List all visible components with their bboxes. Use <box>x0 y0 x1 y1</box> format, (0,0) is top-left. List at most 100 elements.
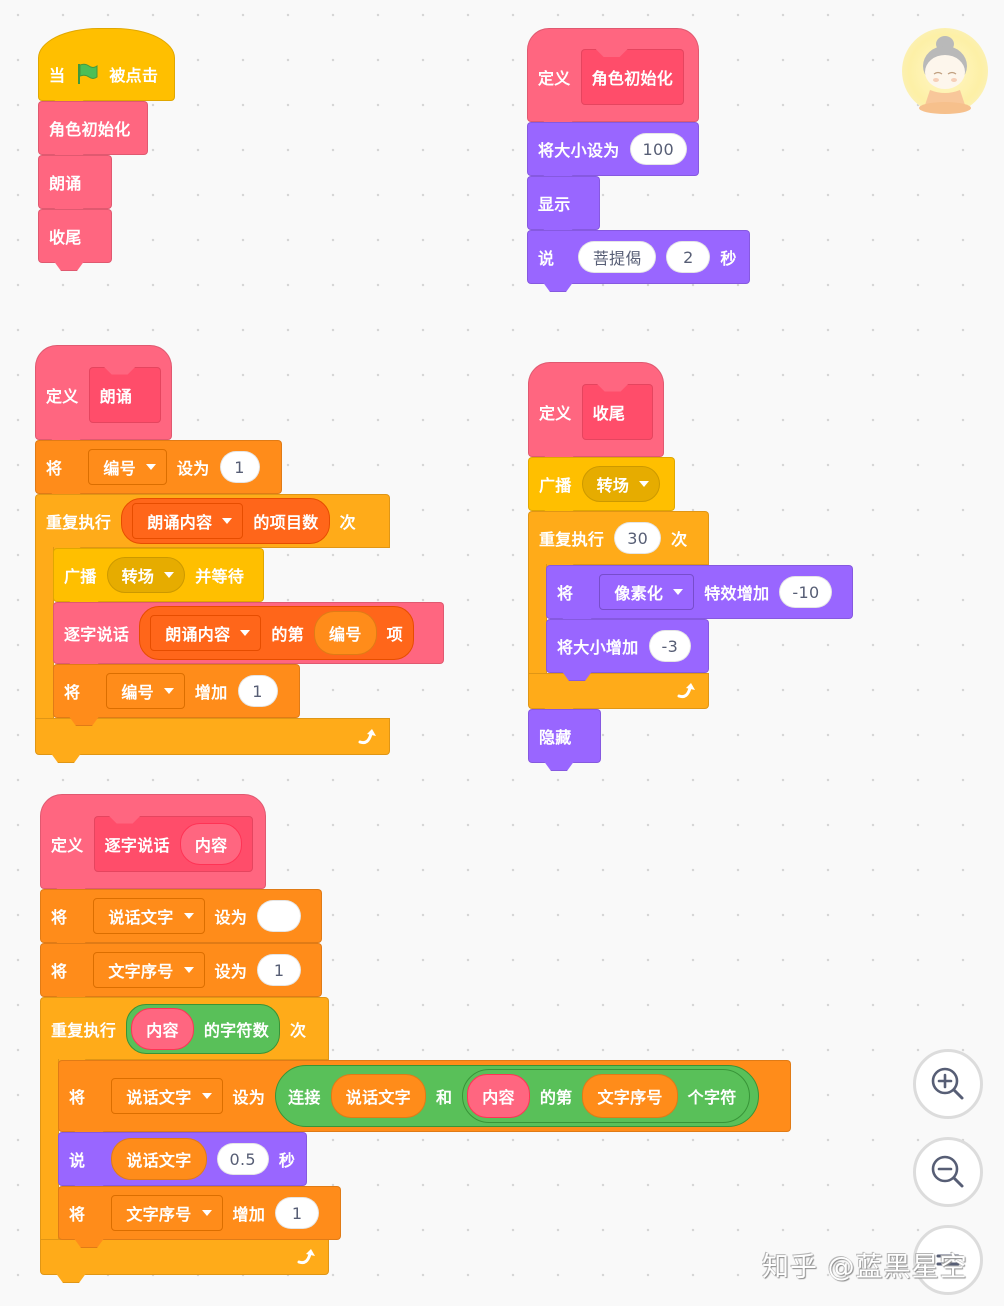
letter-of-reporter[interactable]: 内容 的第 文字序号 个字符 <box>462 1069 750 1123</box>
zoom-out-button[interactable] <box>913 1137 983 1207</box>
repeat-count-input[interactable]: 30 <box>614 522 662 554</box>
message-name: 转场 <box>596 476 630 495</box>
repeat-block[interactable]: 重复执行 朗诵内容 的项目数 次 <box>35 494 390 548</box>
broadcast-block[interactable]: 广播 转场 <box>528 457 675 511</box>
chevron-down-icon <box>639 481 650 487</box>
list-length-reporter[interactable]: 朗诵内容 的项目数 <box>121 498 330 544</box>
say-secs-input[interactable]: 0.5 <box>216 1143 269 1175</box>
call-block-recite[interactable]: 朗诵 <box>38 155 112 209</box>
value-input[interactable]: 1 <box>275 1197 320 1229</box>
item-of-list-reporter[interactable]: 朗诵内容 的第 编号 项 <box>139 606 414 660</box>
message-name: 转场 <box>121 567 155 586</box>
variable-dropdown[interactable]: 编号 <box>106 673 185 709</box>
set-variable-block[interactable]: 将 编号 设为 1 <box>35 440 282 494</box>
change-variable-block[interactable]: 将 文字序号 增加 1 <box>58 1186 341 1240</box>
zoom-reset-button[interactable] <box>913 1225 983 1295</box>
variable-name: 文字序号 <box>126 1205 192 1224</box>
set-join-block[interactable]: 将 说话文字 设为 连接 说话文字 和 内容 的第 文字序号 个字符 <box>58 1060 791 1132</box>
say-label: 说 <box>538 249 555 268</box>
loop-arrow-icon <box>358 728 376 744</box>
variable-reporter[interactable]: 文字序号 <box>582 1074 678 1118</box>
times-label: 次 <box>671 530 688 549</box>
variable-reporter[interactable]: 说话文字 <box>330 1074 426 1118</box>
zoom-in-button[interactable] <box>913 1049 983 1119</box>
show-block[interactable]: 显示 <box>527 176 600 230</box>
define-block-recite[interactable]: 定义 朗诵 <box>35 345 172 440</box>
argument-reporter[interactable]: 内容 <box>467 1074 530 1118</box>
effect-value-input[interactable]: -10 <box>779 576 833 608</box>
value-input[interactable]: 1 <box>219 451 260 483</box>
variable-name: 说话文字 <box>126 1088 192 1107</box>
say-for-secs-block[interactable]: 说 菩提偈 2 秒 <box>527 230 750 284</box>
message-dropdown[interactable]: 转场 <box>581 466 661 502</box>
argument-reporter[interactable]: 内容 <box>131 1007 194 1050</box>
to-label: 设为 <box>232 1088 266 1107</box>
size-input[interactable]: 100 <box>629 133 687 165</box>
value-input[interactable] <box>257 900 302 932</box>
variable-dropdown[interactable]: 文字序号 <box>111 1195 223 1231</box>
zoom-reset-icon <box>936 1254 960 1266</box>
change-size-block[interactable]: 将大小增加 -3 <box>546 619 709 673</box>
say-for-secs-block[interactable]: 说 说话文字 0.5 秒 <box>58 1132 307 1186</box>
show-label: 显示 <box>538 195 571 214</box>
proc-prototype[interactable]: 逐字说话 内容 <box>93 815 254 872</box>
length-of-reporter[interactable]: 内容 的字符数 <box>126 1003 281 1054</box>
value-input[interactable]: 1 <box>237 675 278 707</box>
message-dropdown[interactable]: 转场 <box>106 557 186 593</box>
list-dropdown[interactable]: 朗诵内容 <box>150 615 262 651</box>
set-size-block[interactable]: 将大小设为 100 <box>527 122 699 176</box>
value-input[interactable]: 1 <box>257 954 302 986</box>
set-label: 将 <box>69 1205 86 1224</box>
proc-name: 角色初始化 <box>591 69 674 88</box>
repeat-block[interactable]: 重复执行 内容 的字符数 次 <box>40 997 329 1060</box>
proc-prototype[interactable]: 收尾 <box>581 383 653 440</box>
zoom-in-icon <box>931 1067 964 1100</box>
times-label: 次 <box>290 1020 307 1040</box>
repeat-label: 重复执行 <box>46 513 112 532</box>
size-change-input[interactable]: -3 <box>648 630 692 662</box>
proc-prototype[interactable]: 朗诵 <box>88 366 161 423</box>
define-block-typewriter[interactable]: 定义 逐字说话 内容 <box>40 794 266 889</box>
set-variable-block[interactable]: 将 文字序号 设为 1 <box>40 943 322 997</box>
variable-reporter[interactable]: 说话文字 <box>111 1138 207 1180</box>
change-effect-block[interactable]: 将 像素化 特效增加 -10 <box>546 565 853 619</box>
variable-dropdown[interactable]: 编号 <box>88 449 167 485</box>
when-flag-clicked-block[interactable]: 当 被点击 <box>38 28 175 101</box>
list-dropdown[interactable]: 朗诵内容 <box>132 503 244 539</box>
broadcast-label: 广播 <box>539 476 572 495</box>
letter-suffix-label: 个字符 <box>687 1088 737 1107</box>
change-variable-block[interactable]: 将 编号 增加 1 <box>53 664 300 718</box>
repeat-foot <box>528 673 709 709</box>
repeat-block[interactable]: 重复执行 30 次 <box>528 511 709 565</box>
secs-unit-label: 秒 <box>278 1151 296 1170</box>
join-reporter[interactable]: 连接 说话文字 和 内容 的第 文字序号 个字符 <box>275 1065 759 1127</box>
chevron-down-icon <box>164 572 175 578</box>
variable-reporter[interactable]: 编号 <box>314 611 377 655</box>
chevron-down-icon <box>240 630 251 636</box>
join-label: 连接 <box>288 1088 321 1107</box>
define-block-ending[interactable]: 定义 收尾 <box>528 362 664 457</box>
hide-block[interactable]: 隐藏 <box>528 709 601 763</box>
broadcast-and-wait-block[interactable]: 广播 转场 并等待 <box>53 548 264 602</box>
variable-dropdown[interactable]: 说话文字 <box>93 898 205 934</box>
variable-dropdown[interactable]: 说话文字 <box>111 1078 223 1114</box>
define-block-init[interactable]: 定义 角色初始化 <box>527 28 699 122</box>
call-block-typewriter[interactable]: 逐字说话 朗诵内容 的第 编号 项 <box>53 602 444 664</box>
proc-prototype[interactable]: 角色初始化 <box>580 49 685 105</box>
set-variable-block[interactable]: 将 说话文字 设为 <box>40 889 322 943</box>
list-name: 朗诵内容 <box>165 625 231 644</box>
say-secs-input[interactable]: 2 <box>666 241 711 273</box>
effect-name: 像素化 <box>614 584 664 603</box>
call-block-ending[interactable]: 收尾 <box>38 209 112 263</box>
call-block-init[interactable]: 角色初始化 <box>38 101 148 155</box>
letter-of-label: 的第 <box>539 1088 573 1107</box>
variable-dropdown[interactable]: 文字序号 <box>93 952 205 988</box>
chevron-down-icon <box>222 518 233 524</box>
argument-reporter[interactable]: 内容 <box>179 822 243 865</box>
say-text-input[interactable]: 菩提偈 <box>578 241 657 273</box>
chevron-down-icon <box>183 913 194 919</box>
effect-dropdown[interactable]: 像素化 <box>599 574 695 610</box>
set-label: 将 <box>64 683 81 702</box>
chevron-down-icon <box>183 967 194 973</box>
chevron-down-icon <box>201 1093 212 1099</box>
